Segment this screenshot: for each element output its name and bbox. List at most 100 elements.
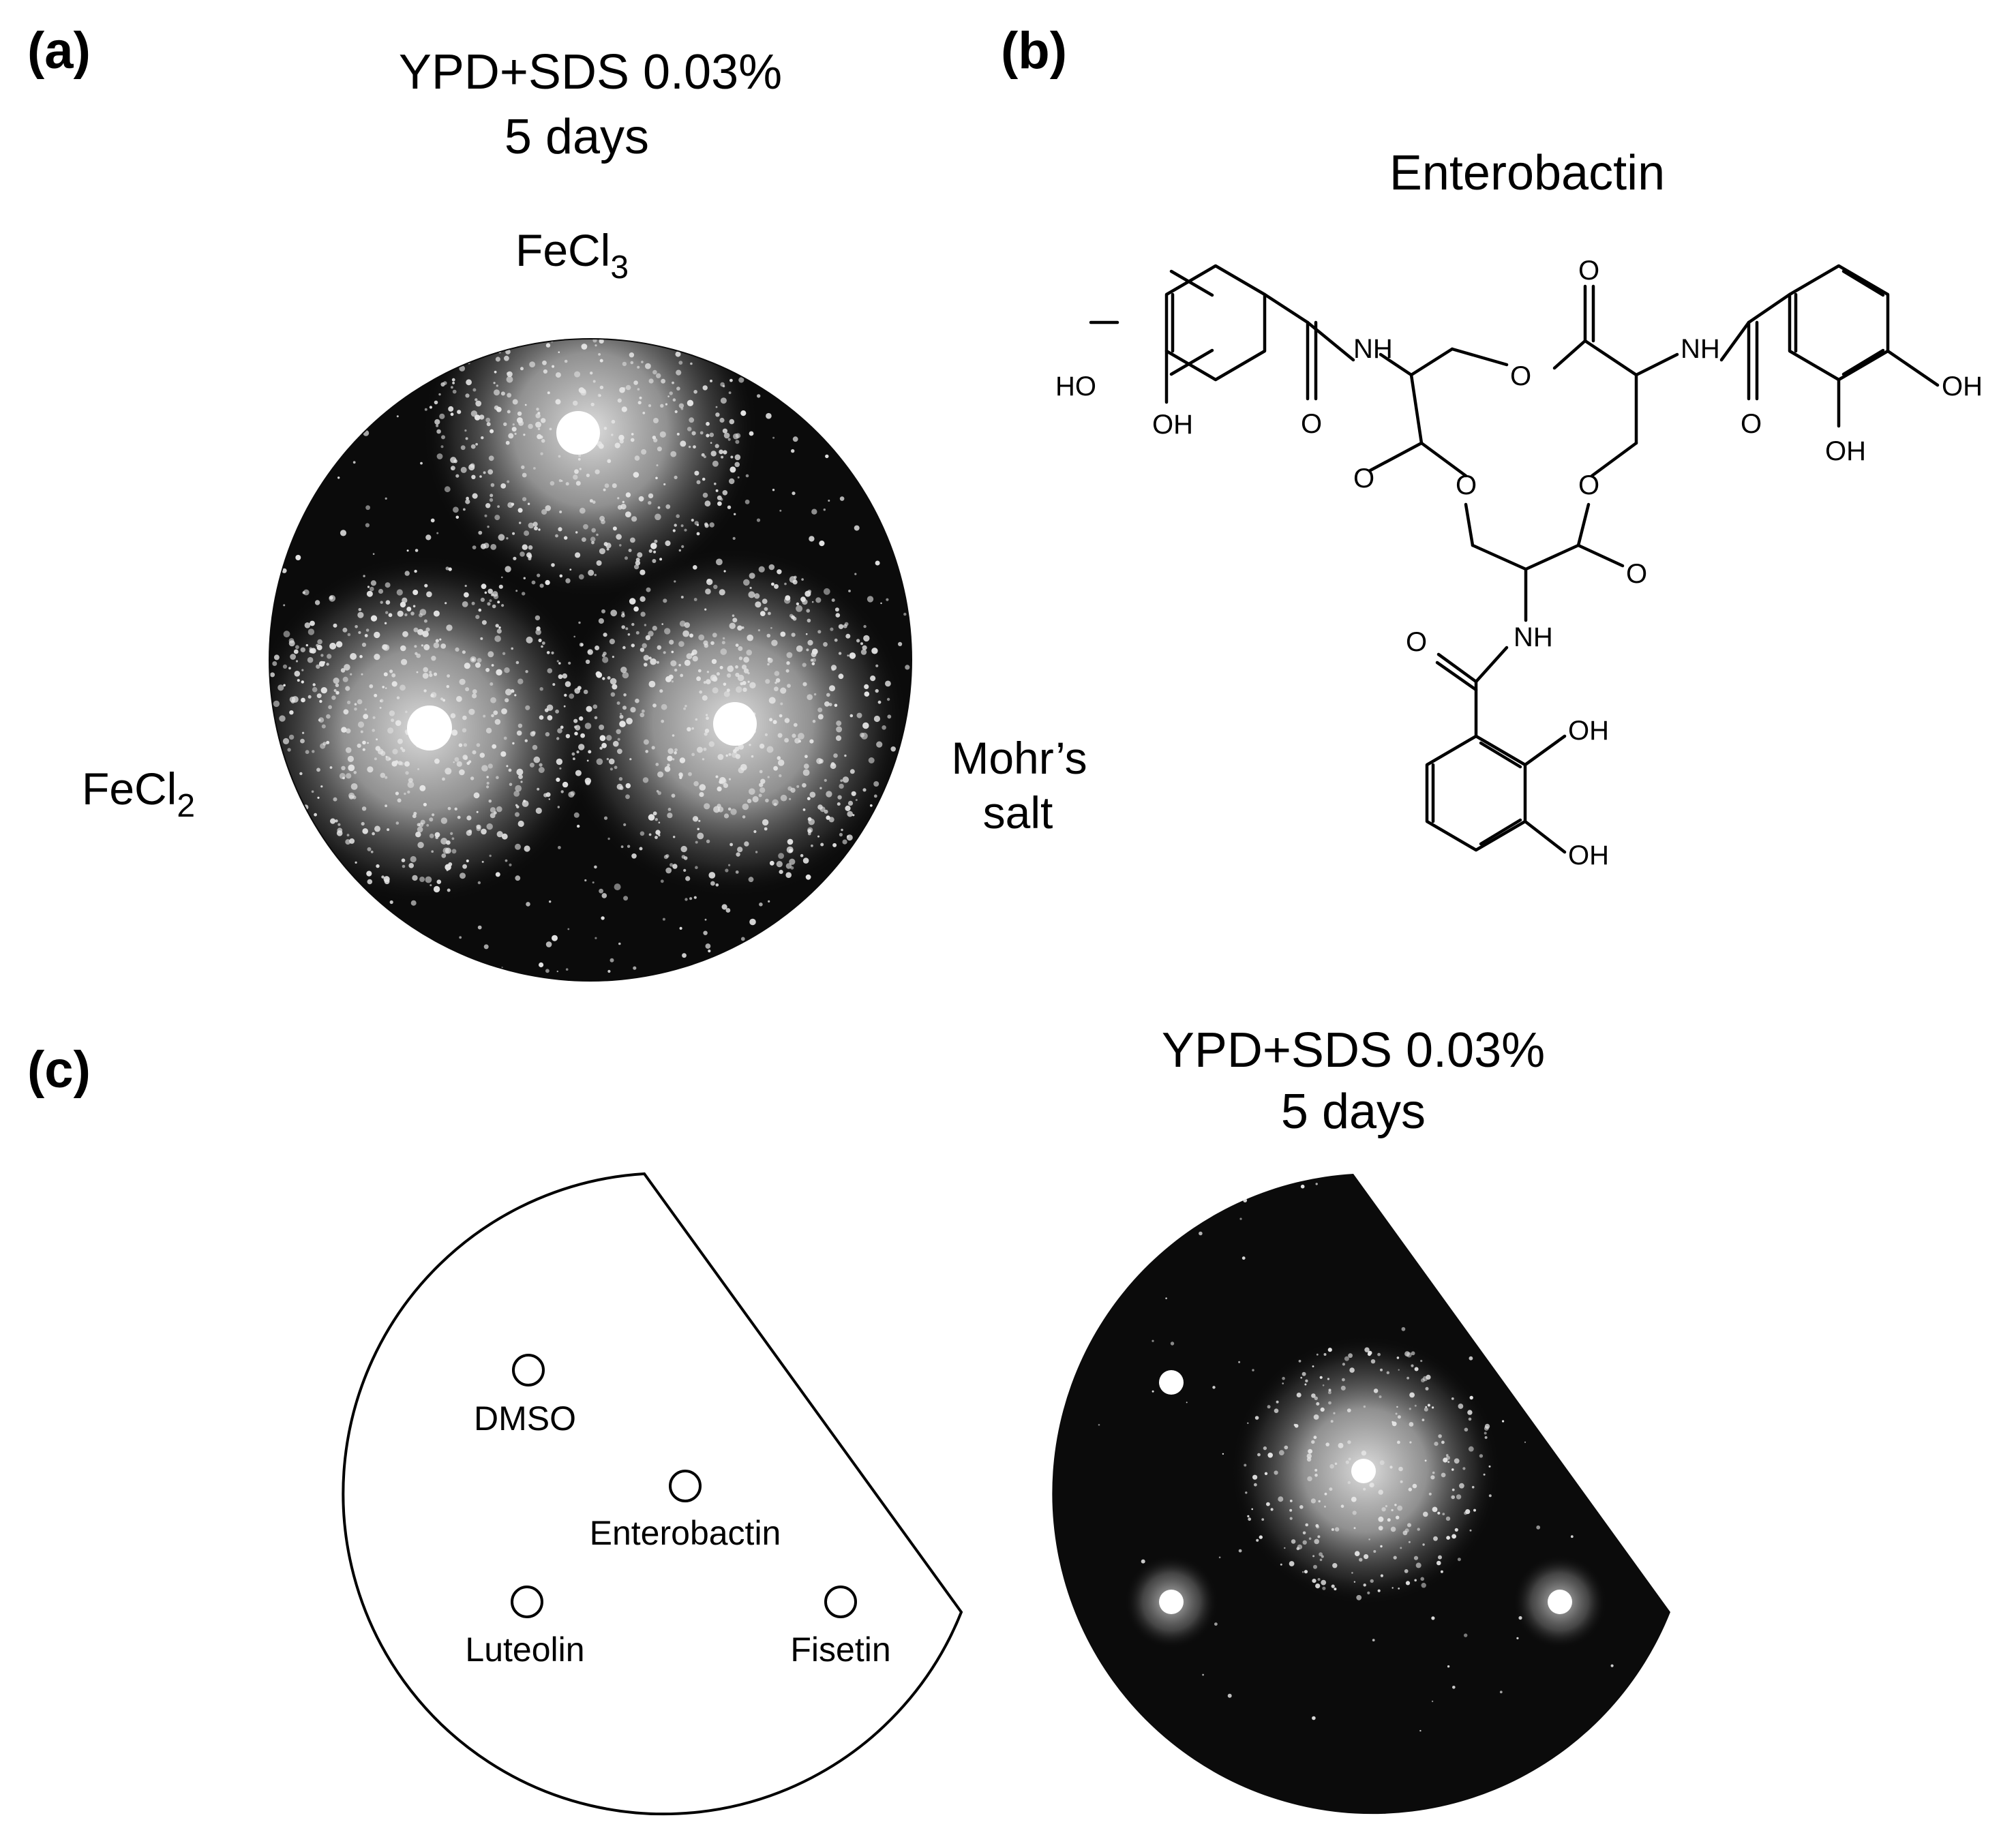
colony-speckle — [443, 381, 447, 385]
colony-speckle — [611, 434, 614, 436]
colony-speckle — [625, 783, 631, 789]
colony-speckle — [738, 646, 743, 651]
colony-speckle — [1245, 1491, 1248, 1494]
colony-speckle — [440, 643, 447, 649]
colony-speckle — [596, 560, 602, 566]
colony-speckle — [667, 808, 672, 811]
colony-speckle — [364, 634, 368, 637]
colony-speckle — [435, 639, 439, 643]
colony-speckle — [599, 725, 605, 730]
colony-speckle — [513, 319, 518, 324]
colony-speckle — [786, 652, 793, 658]
colony-speckle — [1354, 1551, 1360, 1556]
colony-speckle — [357, 721, 365, 728]
colony-speckle — [340, 668, 346, 673]
colony-speckle — [1312, 1365, 1314, 1367]
colony-speckle — [708, 872, 716, 879]
colony-speckle — [787, 838, 794, 845]
colony-speckle — [640, 712, 645, 718]
colony-speckle — [614, 883, 621, 891]
colony-speckle — [679, 620, 686, 627]
colony-speckle — [1247, 1515, 1250, 1517]
colony-speckle — [295, 660, 299, 663]
colony-speckle — [1348, 1353, 1353, 1359]
colony-speckle — [595, 646, 600, 650]
colony-speckle — [1420, 1577, 1424, 1581]
colony-speckle — [1408, 1228, 1411, 1231]
colony-speckle — [508, 433, 514, 439]
colony-speckle — [402, 631, 408, 637]
colony-speckle — [559, 511, 562, 513]
colony-speckle — [660, 879, 664, 883]
colony-speckle — [619, 439, 624, 444]
colony-speckle — [498, 584, 503, 589]
colony-speckle — [634, 455, 640, 461]
colony-speckle — [310, 620, 315, 626]
colony-speckle — [529, 762, 535, 768]
colony-speckle — [512, 423, 515, 426]
colony-speckle — [574, 731, 578, 735]
colony-speckle — [537, 412, 541, 415]
colony-speckle — [541, 509, 547, 515]
colony-speckle — [481, 828, 487, 835]
colony-speckle — [800, 853, 804, 858]
colony-speckle — [1311, 1440, 1315, 1444]
colony-speckle — [466, 815, 472, 821]
colony-speckle — [1254, 1483, 1257, 1487]
colony-speckle — [273, 700, 280, 708]
colony-speckle — [768, 900, 770, 903]
colony-speckle — [477, 881, 481, 885]
colony-speckle — [525, 705, 530, 710]
colony-speckle — [622, 286, 626, 289]
colony-speckle — [743, 656, 749, 663]
colony-speckle — [653, 438, 658, 443]
colony-speckle — [785, 669, 789, 673]
colony-speckle — [637, 552, 643, 558]
colony-speckle — [815, 597, 822, 603]
colony-speckle — [738, 377, 744, 383]
colony-speckle — [457, 815, 461, 819]
colony-speckle — [408, 778, 413, 783]
colony-speckle — [592, 339, 597, 343]
colony-speckle — [1298, 1359, 1302, 1363]
colony-speckle — [445, 602, 447, 605]
colony-speckle — [1414, 1367, 1419, 1371]
colony-speckle — [655, 476, 658, 480]
colony-speckle — [451, 849, 457, 854]
colony-speckle — [1516, 1637, 1519, 1639]
colony-speckle — [422, 673, 429, 679]
colony-speckle — [659, 689, 663, 693]
colony-speckle — [1413, 1556, 1419, 1560]
colony-speckle — [749, 744, 751, 746]
atom-o-left-carbonyl: O — [1301, 409, 1322, 439]
colony-speckle — [629, 352, 635, 358]
colony-speckle — [1615, 1427, 1617, 1429]
colony-speckle — [1369, 1483, 1372, 1487]
colony-speckle — [505, 440, 510, 445]
colony-speckle — [1370, 1579, 1374, 1583]
colony-speckle — [702, 385, 708, 391]
colony-speckle — [841, 828, 843, 832]
colony-speckle — [716, 672, 720, 676]
colony-speckle — [773, 765, 778, 771]
colony-speckle — [337, 476, 340, 479]
atom-nh-bottom: NH — [1514, 622, 1553, 652]
colony-speckle — [626, 718, 633, 725]
colony-speckle — [538, 638, 542, 643]
colony-speckle — [447, 888, 451, 892]
colony-speckle — [536, 408, 539, 411]
colony-speckle — [694, 470, 699, 476]
colony-speckle — [573, 474, 578, 480]
colony-speckle — [1488, 1465, 1491, 1468]
colony-speckle — [732, 618, 738, 623]
panel-a: (a) YPD+SDS 0.03% 5 days FeCl3 FeCl2 Moh… — [27, 22, 1087, 982]
colony-speckle — [575, 552, 581, 558]
colony-speckle — [396, 415, 399, 418]
colony-speckle — [524, 739, 528, 742]
colony-speckle — [283, 806, 286, 808]
colony-speckle — [637, 281, 642, 286]
panel-c-condition-line1: YPD+SDS 0.03% — [1162, 1023, 1545, 1078]
colony-speckle — [737, 674, 744, 682]
colony-speckle — [723, 691, 730, 697]
colony-speckle — [459, 769, 465, 776]
